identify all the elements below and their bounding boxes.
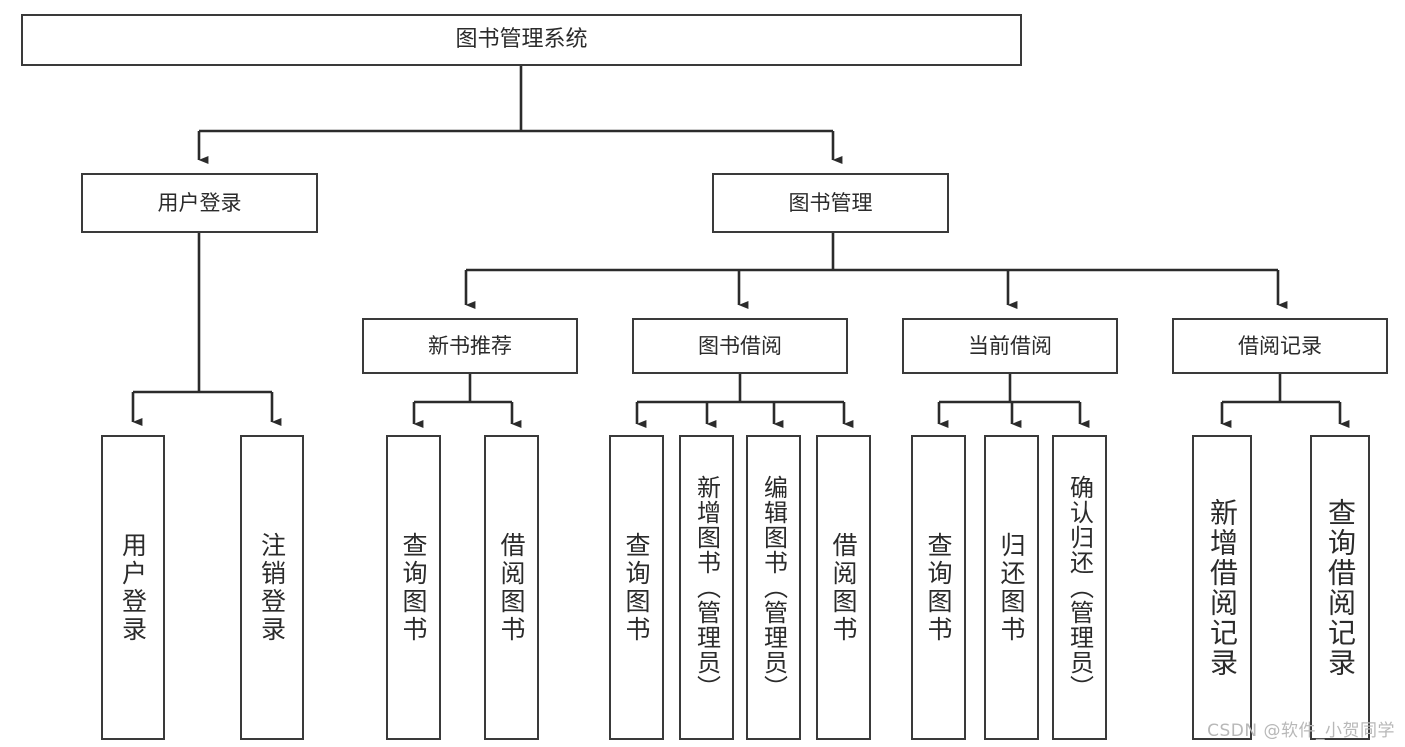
node-leaf-query-book-1[interactable]: 查询图书 <box>386 435 441 740</box>
node-leaf-query-book-3-label: 查询图书 <box>924 531 953 644</box>
node-leaf-query-book-2-label: 查询图书 <box>622 531 651 644</box>
node-current-borrow-label: 当前借阅 <box>968 333 1052 358</box>
node-leaf-add-book[interactable]: 新增图书（管理员） <box>679 435 734 740</box>
node-leaf-return-book[interactable]: 归还图书 <box>984 435 1039 740</box>
node-root[interactable]: 图书管理系统 <box>21 14 1022 66</box>
node-leaf-logout-label: 注销登录 <box>257 531 287 644</box>
node-leaf-borrow-book-2[interactable]: 借阅图书 <box>816 435 871 740</box>
node-leaf-query-record[interactable]: 查询借阅记录 <box>1310 435 1370 740</box>
node-new-book-rec[interactable]: 新书推荐 <box>362 318 578 374</box>
node-user-login[interactable]: 用户登录 <box>81 173 318 233</box>
node-leaf-add-record-label: 新增借阅记录 <box>1206 497 1239 678</box>
node-borrow-record[interactable]: 借阅记录 <box>1172 318 1388 374</box>
node-leaf-add-record[interactable]: 新增借阅记录 <box>1192 435 1252 740</box>
node-leaf-edit-book-label: 编辑图书（管理员） <box>759 475 788 700</box>
node-leaf-logout[interactable]: 注销登录 <box>240 435 304 740</box>
node-leaf-add-book-label: 新增图书（管理员） <box>692 475 721 700</box>
node-leaf-query-record-label: 查询借阅记录 <box>1324 497 1357 678</box>
node-user-login-label: 用户登录 <box>157 190 242 215</box>
node-leaf-return-book-label: 归还图书 <box>997 531 1026 644</box>
node-leaf-borrow-book-1[interactable]: 借阅图书 <box>484 435 539 740</box>
node-leaf-confirm-return[interactable]: 确认归还（管理员） <box>1052 435 1107 740</box>
node-root-label: 图书管理系统 <box>455 27 588 53</box>
node-leaf-borrow-book-2-label: 借阅图书 <box>829 531 858 644</box>
node-leaf-borrow-book-1-label: 借阅图书 <box>497 531 526 644</box>
node-leaf-edit-book[interactable]: 编辑图书（管理员） <box>746 435 801 740</box>
node-leaf-query-book-3[interactable]: 查询图书 <box>911 435 966 740</box>
node-book-borrow[interactable]: 图书借阅 <box>632 318 848 374</box>
node-leaf-query-book-1-label: 查询图书 <box>399 531 428 644</box>
node-leaf-user-login[interactable]: 用户登录 <box>101 435 165 740</box>
node-book-manage[interactable]: 图书管理 <box>712 173 949 233</box>
node-current-borrow[interactable]: 当前借阅 <box>902 318 1118 374</box>
node-leaf-confirm-return-label: 确认归还（管理员） <box>1065 475 1094 700</box>
node-book-borrow-label: 图书借阅 <box>698 333 782 358</box>
node-leaf-user-login-label: 用户登录 <box>118 531 148 644</box>
node-borrow-record-label: 借阅记录 <box>1238 333 1322 358</box>
node-leaf-query-book-2[interactable]: 查询图书 <box>609 435 664 740</box>
node-new-book-rec-label: 新书推荐 <box>428 333 512 358</box>
node-book-manage-label: 图书管理 <box>788 190 873 215</box>
